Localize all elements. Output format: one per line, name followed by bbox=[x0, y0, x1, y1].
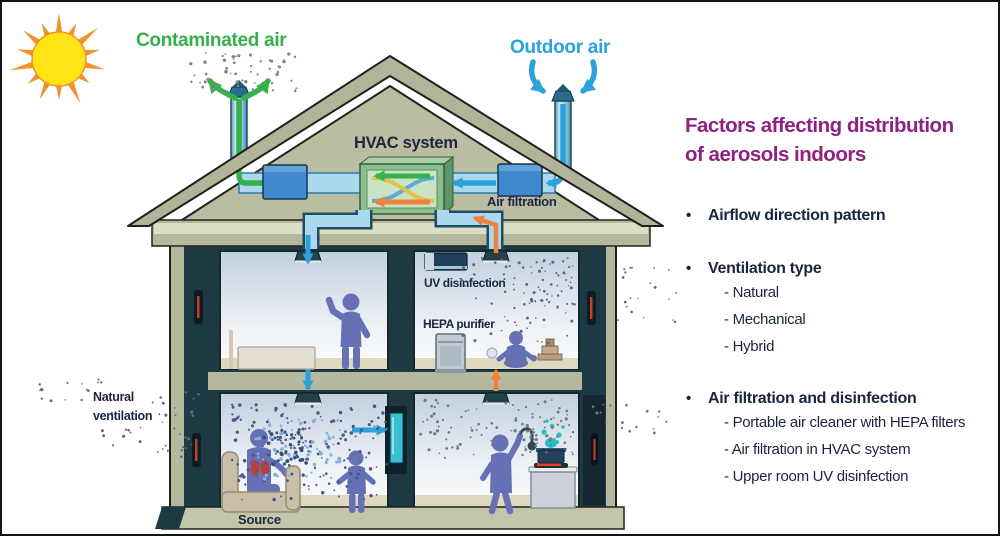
ceiling-vent-kitchen bbox=[482, 392, 510, 405]
bed bbox=[229, 330, 316, 370]
bullet-filtration-label: Air filtration and disinfection bbox=[708, 390, 917, 407]
window-handle-right-middle bbox=[587, 291, 596, 325]
hvac-heat-exchanger bbox=[358, 155, 455, 216]
ceiling-vent-middle-right bbox=[482, 250, 510, 263]
window-handle-left-middle bbox=[194, 290, 203, 324]
natural-ventilation-line2: ventilation bbox=[93, 409, 153, 423]
contaminated-air-label: Contaminated air bbox=[136, 30, 287, 51]
bullet-airflow-label: Airflow direction pattern bbox=[708, 207, 886, 224]
exhaust-line-attic bbox=[236, 160, 264, 186]
bullet-dot: • bbox=[686, 260, 691, 277]
filtration-sub-hvac: - Air filtration in HVAC system bbox=[724, 441, 911, 458]
aerosol-dots bbox=[38, 52, 678, 502]
supply-duct-left bbox=[302, 210, 373, 249]
bullet-ventilation-label: Ventilation type bbox=[708, 260, 822, 277]
uv-device bbox=[424, 252, 468, 271]
hvac-system-label: HVAC system bbox=[354, 134, 458, 152]
filtration-sub-uv: - Upper room UV disinfection bbox=[724, 468, 909, 485]
ventilation-sub-mechanical: - Mechanical bbox=[724, 311, 806, 328]
armchair-person-source bbox=[221, 429, 301, 513]
hepa-purifier-label: HEPA purifier bbox=[423, 317, 495, 331]
ceiling-vent-bottom-left bbox=[294, 392, 322, 405]
sun-icon bbox=[9, 13, 105, 104]
bullet-dot: • bbox=[686, 390, 691, 407]
panel-title-line2: of aerosols indoors bbox=[685, 143, 866, 166]
divider-window bbox=[385, 406, 407, 474]
door-right-bottom bbox=[583, 395, 605, 505]
person-standing bbox=[325, 293, 371, 369]
outdoor-air-label: Outdoor air bbox=[510, 37, 611, 58]
return-arrow-middle-right bbox=[472, 215, 499, 253]
panel-title-line1: Factors affecting distribution bbox=[685, 114, 954, 137]
natural-ventilation-line1: Natural bbox=[93, 390, 134, 404]
source-label: Source bbox=[238, 512, 281, 527]
uv-disinfection-label: UV disinfection bbox=[424, 276, 506, 290]
hepa-purifier-device bbox=[435, 333, 466, 373]
filter-box-right bbox=[497, 163, 543, 197]
filtration-sub-portable: - Portable air cleaner with HEPA filters bbox=[724, 414, 966, 431]
intake-arrows bbox=[528, 59, 598, 94]
steam-splash bbox=[541, 419, 565, 448]
ventilation-sub-hybrid: - Hybrid bbox=[724, 338, 775, 355]
exhaust-arrows bbox=[207, 78, 271, 101]
natural-ventilation-label: Natural ventilation bbox=[93, 388, 153, 426]
person-cooking bbox=[480, 427, 537, 515]
exhaust-vent-pipe bbox=[227, 80, 251, 166]
bullet-ventilation: • Ventilation type bbox=[686, 260, 822, 278]
bullet-airflow: • Airflow direction pattern bbox=[686, 207, 886, 225]
filter-box-left bbox=[262, 164, 308, 200]
air-filtration-label: Air filtration bbox=[487, 194, 557, 209]
window-handle-left-bottom bbox=[192, 433, 201, 467]
cooking-pot bbox=[534, 448, 568, 468]
kitchen-counter bbox=[528, 466, 578, 509]
person-child-sitting bbox=[496, 331, 537, 368]
ventilation-sub-natural: - Natural bbox=[724, 284, 779, 301]
attic-floor-band bbox=[151, 219, 651, 247]
bullet-dot: • bbox=[686, 207, 691, 224]
house-roof bbox=[127, 55, 664, 227]
bullet-filtration: • Air filtration and disinfection bbox=[686, 390, 917, 408]
